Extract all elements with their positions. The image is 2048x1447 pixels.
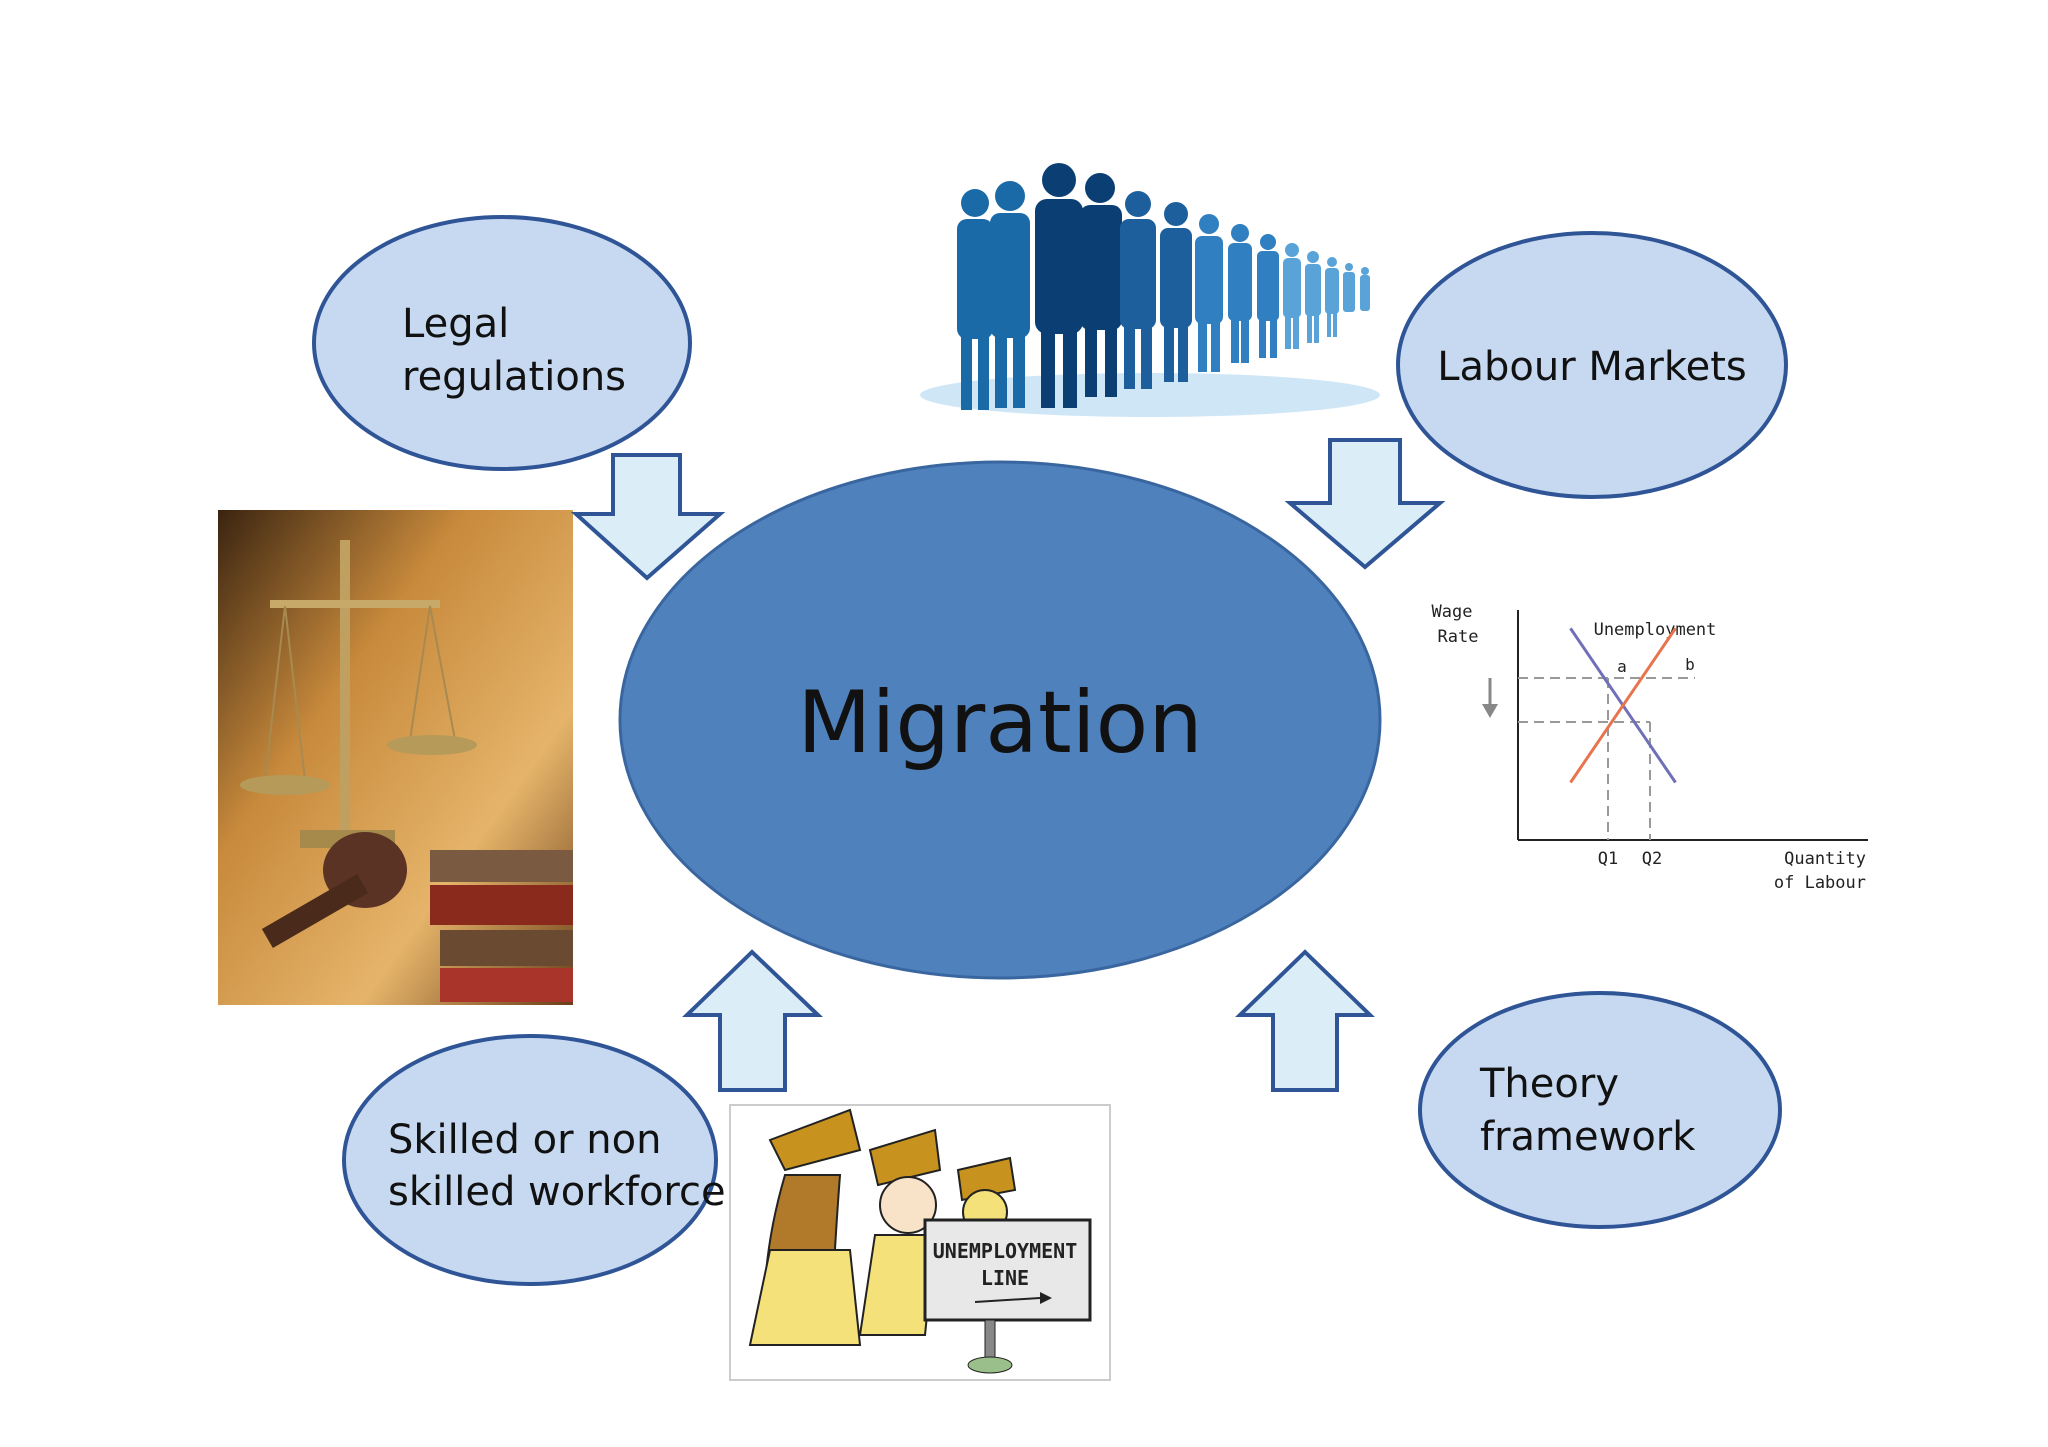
chart-xlabel-2: of Labour [1774,873,1866,893]
up-arrow-theory [1235,949,1375,1092]
point-label-b: b [1685,655,1695,674]
legal-regulations-bubble [312,215,692,471]
x-tick-q2: Q2 [1642,849,1662,869]
migration-center-ellipse [618,460,1382,980]
chart-xlabel-1: Quantity [1784,849,1866,869]
graduates-unemployment-cartoon: UNEMPLOYMENT LINE [729,1104,1111,1381]
scales-of-justice-image [218,510,573,1005]
x-tick-q1: Q1 [1598,849,1618,869]
skilled-line-2: skilled workforce [388,1169,726,1215]
theory-line-1: Theory [1479,1061,1619,1107]
wage-down-arrow-head [1482,704,1498,718]
legal-line-1: Legal [402,301,509,347]
theory-framework-bubble [1418,991,1782,1229]
theory-line-2: framework [1480,1114,1696,1160]
labour-market-chart: Wage Rate Unemployment a b Q1 Q2 Quantit… [1432,602,1868,893]
chart-ylabel-2: Rate [1438,627,1479,647]
chart-title: Unemployment [1594,620,1717,640]
migration-label: Migration [797,673,1202,773]
business-crowd-image [920,150,1385,420]
down-arrow-labour [1284,438,1446,570]
point-label-a: a [1617,657,1627,676]
sign-line-1: UNEMPLOYMENT [933,1239,1078,1263]
skilled-workforce-bubble [342,1034,718,1286]
down-arrow-legal [570,453,726,581]
legal-line-2: regulations [402,354,626,400]
sign-line-2: LINE [981,1266,1029,1290]
chart-series-line-2 [1569,627,1677,784]
labour-line-1: Labour Markets [1437,344,1747,390]
skilled-line-1: Skilled or non [388,1117,661,1163]
up-arrow-skilled [682,949,823,1092]
chart-ylabel-1: Wage [1432,602,1473,622]
labour-markets-bubble [1396,231,1788,499]
